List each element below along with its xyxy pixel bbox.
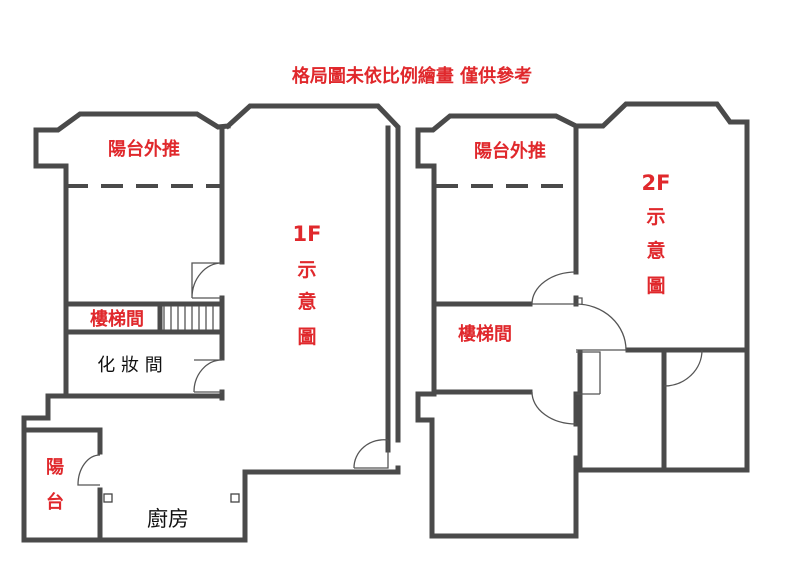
floor-1-title-line3: 意 <box>297 290 316 313</box>
floor-2-title-line1: 2F <box>642 171 671 195</box>
floor-2-outer-wall <box>415 101 750 539</box>
floor-2-title-line2: 示 <box>646 206 665 228</box>
floor-1-door-right[interactable] <box>353 439 389 469</box>
floor-1-title-line4: 圖 <box>297 326 316 348</box>
floor-1-title-line2: 示 <box>297 259 316 281</box>
floor-1-title-line1: 1F <box>293 222 322 246</box>
floor-1-stairs-label: 樓梯間 <box>90 308 144 330</box>
floor-2-title-line3: 意 <box>646 239 665 262</box>
floor-2-door-bathroom-a[interactable] <box>576 351 601 395</box>
floor-2-door-upper[interactable] <box>531 271 577 305</box>
floor-1-door-vanity[interactable] <box>193 359 223 393</box>
floor-1-stair-treads <box>163 306 214 330</box>
floor-1-side-balcony-label-1: 陽 <box>46 457 64 478</box>
floor-1-door-balcony[interactable] <box>77 454 101 486</box>
floor-2-door-bathroom-b[interactable] <box>663 349 703 387</box>
floor-2-door-lower[interactable] <box>531 391 577 425</box>
floor-1-side-balcony-wall <box>21 427 103 543</box>
floor-1-balcony-label: 陽台外推 <box>108 138 180 160</box>
floor-1-post-left <box>103 493 113 503</box>
floor-1-outer-wall <box>21 103 401 543</box>
disclaimer-title: 格局圖未依比例繪畫 僅供參考 <box>292 65 532 87</box>
floor-1-plan: 陽台外推 1F 示 意 圖 樓梯間 化 妝 間 陽 台 廚房 <box>21 103 401 543</box>
floor-1-door-upper[interactable] <box>191 262 223 299</box>
floor-2-door-center[interactable] <box>575 303 627 351</box>
floor-1-kitchen-label: 廚房 <box>147 507 189 531</box>
floor-1-side-balcony-label-2: 台 <box>46 491 64 513</box>
floor-2-balcony-label: 陽台外推 <box>474 140 546 162</box>
floor-1-post-right <box>230 493 240 503</box>
floor-2-plan: 陽台外推 2F 示 意 圖 樓梯間 <box>415 101 750 539</box>
floor-1-vanity-label: 化 妝 間 <box>97 355 162 376</box>
floor-2-title-line4: 圖 <box>646 275 665 297</box>
floor-2-stairs-label: 樓梯間 <box>458 323 512 345</box>
